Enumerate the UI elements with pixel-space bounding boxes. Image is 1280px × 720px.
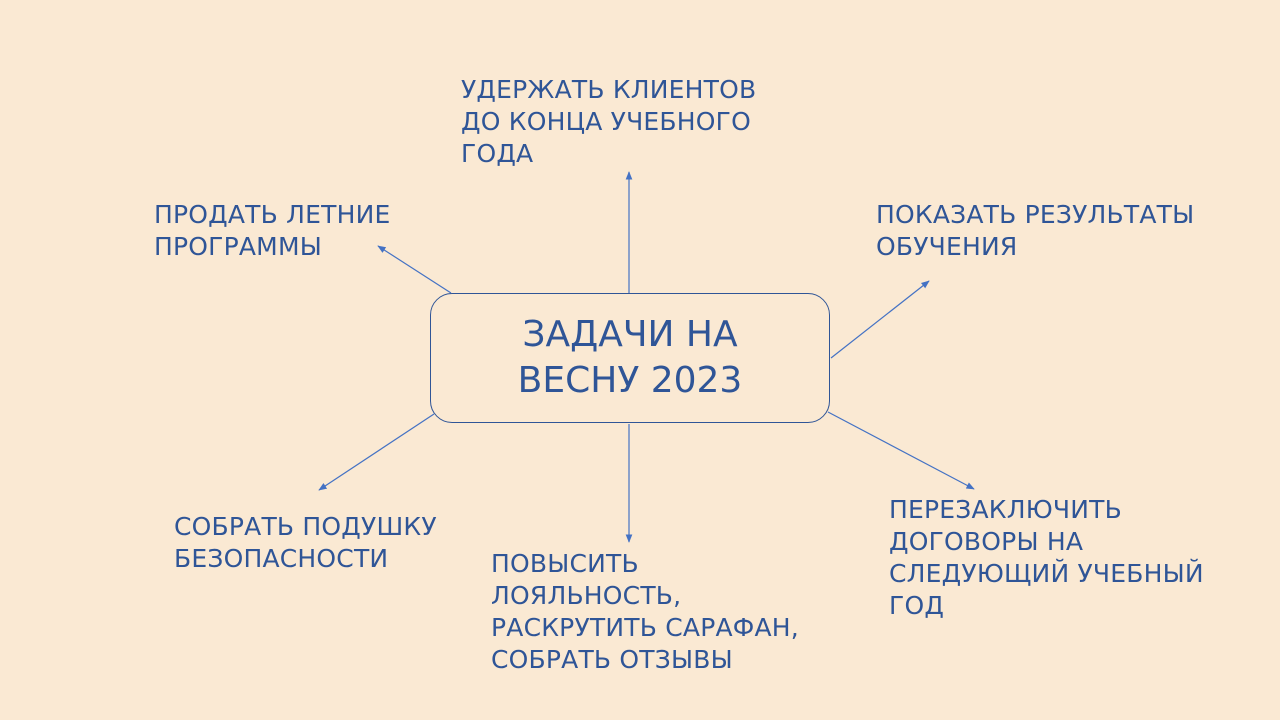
task-show-results: ПОКАЗАТЬ РЕЗУЛЬТАТЫ ОБУЧЕНИЯ [876,200,1195,261]
arrow-top-right [830,280,930,359]
center-title: ЗАДАЧИ НА ВЕСНУ 2023 [517,314,743,401]
center-node: ЗАДАЧИ НА ВЕСНУ 2023 [430,293,830,423]
task-retain-clients: УДЕРЖАТЬ КЛИЕНТОВ ДО КОНЦА УЧЕБНОГО ГОДА [461,75,757,168]
task-safety-cushion: СОБРАТЬ ПОДУШКУ БЕЗОПАСНОСТИ [174,512,437,573]
task-sell-summer-programs: ПРОДАТЬ ЛЕТНИЕ ПРОГРАММЫ [154,200,391,261]
arrow-top-left [377,245,452,294]
task-renew-contracts: ПЕРЕЗАКЛЮЧИТЬ ДОГОВОРЫ НА СЛЕДУЮЩИЙ УЧЕБ… [889,495,1204,620]
arrow-bottom-left [318,413,435,491]
arrow-bottom-right [827,411,975,490]
task-loyalty: ПОВЫСИТЬ ЛОЯЛЬНОСТЬ, РАСКРУТИТЬ САРАФАН,… [491,549,799,674]
